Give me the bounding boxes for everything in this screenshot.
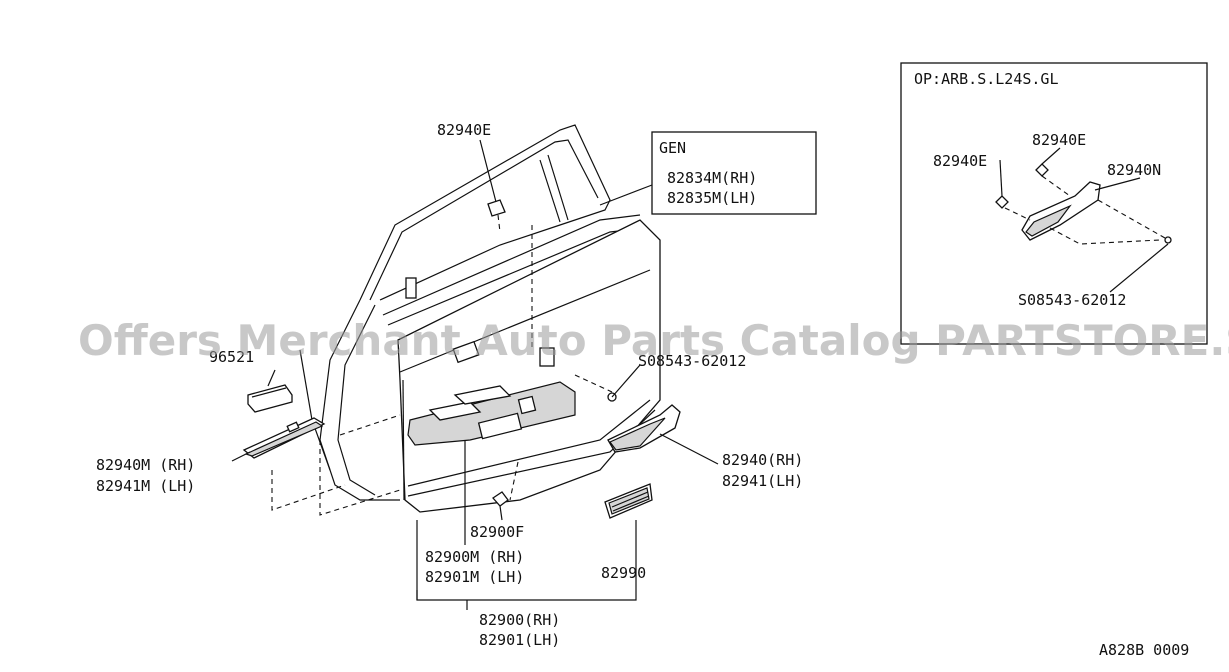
grille-82990 xyxy=(604,483,653,519)
leader-lines xyxy=(416,184,653,610)
label-82990: 82990 xyxy=(601,564,646,582)
label-82940e-top: 82940E xyxy=(437,121,491,139)
clip-82900f xyxy=(492,491,509,521)
label-82900f: 82900F xyxy=(470,523,524,541)
label-82900-rh: 82900(RH) xyxy=(479,611,560,629)
gen-box: GEN 82834M(RH) 82835M(LH) xyxy=(651,131,817,215)
label-82901-lh: 82901(LH) xyxy=(479,631,560,649)
inset-clip-upper xyxy=(1035,163,1049,177)
clip-82940e xyxy=(479,139,506,217)
inset-box: OP:ARB.S.L24S.GL 82940E 82940E 82940N S0… xyxy=(900,62,1208,345)
door-trim-panel xyxy=(397,219,661,513)
finisher-82940m xyxy=(231,417,326,462)
inset-label-82940n: 82940N xyxy=(1107,161,1161,179)
figure-code: A828B 0009 xyxy=(1099,641,1189,659)
gen-line-lh: 82835M(LH) xyxy=(667,189,757,207)
gen-line-rh: 82834M(RH) xyxy=(667,169,757,187)
inset-screw xyxy=(1164,236,1172,244)
door-frame xyxy=(299,124,646,501)
label-82940-rh: 82940(RH) xyxy=(722,451,803,469)
label-82901m-lh: 82901M (LH) xyxy=(425,568,524,586)
watermark-text: Offers Merchant Auto Parts Catalog PARTS… xyxy=(78,316,1229,365)
part-96521 xyxy=(247,369,293,413)
inset-clip-lower xyxy=(995,195,1009,209)
label-screw: S08543-62012 xyxy=(638,352,746,370)
assembly-lines xyxy=(271,214,613,516)
armrest-82940 xyxy=(607,404,719,465)
gen-title: GEN xyxy=(659,139,686,157)
frame-clip xyxy=(405,277,417,299)
label-82941m-lh: 82941M (LH) xyxy=(96,477,195,495)
inset-label-82940e-lower: 82940E xyxy=(933,152,987,170)
label-82941-lh: 82941(LH) xyxy=(722,472,803,490)
label-82900m-rh: 82900M (RH) xyxy=(425,548,524,566)
label-82940m-rh: 82940M (RH) xyxy=(96,456,195,474)
screw-08543 xyxy=(607,364,641,402)
label-96521: 96521 xyxy=(209,348,254,366)
inset-label-screw: S08543-62012 xyxy=(1018,291,1126,309)
inset-title: OP:ARB.S.L24S.GL xyxy=(914,70,1059,88)
inset-label-82940e-upper: 82940E xyxy=(1032,131,1086,149)
